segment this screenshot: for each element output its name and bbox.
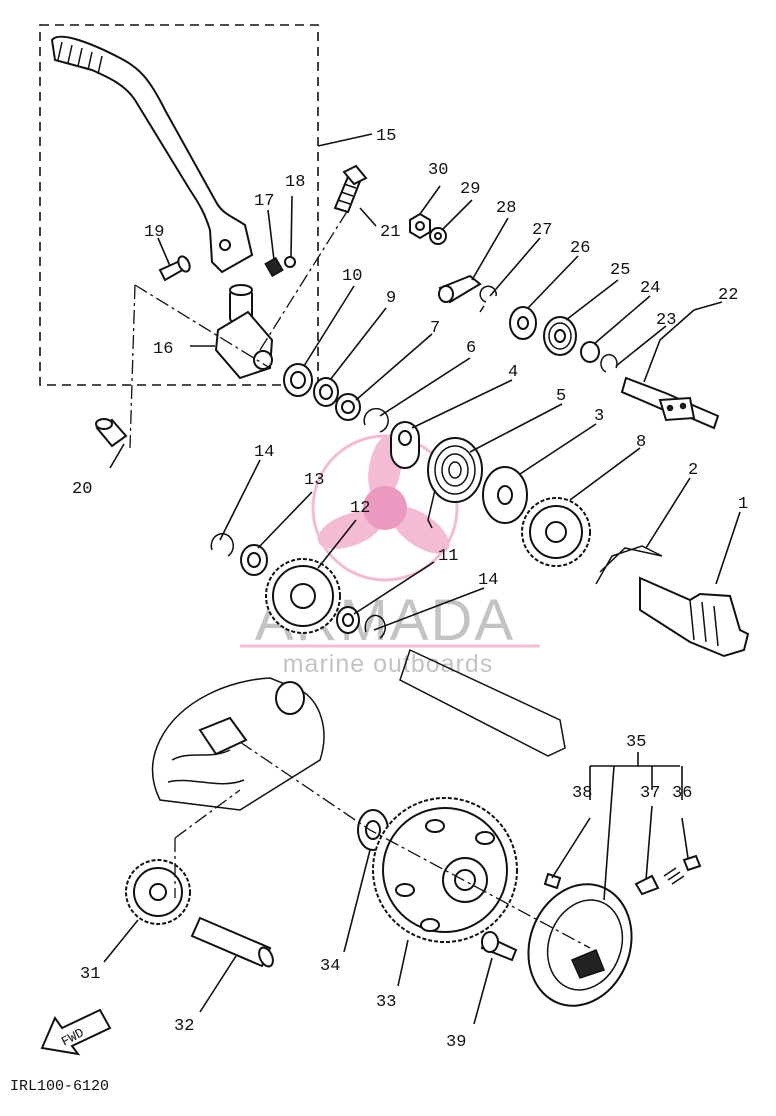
callout-22: 22 [718, 286, 738, 305]
clip-14-bottom [364, 614, 386, 639]
bolt-39 [480, 931, 518, 962]
clip-14-top [210, 533, 235, 557]
callout-32: 32 [174, 1017, 194, 1036]
figure-code: IRL100-6120 [10, 1078, 109, 1095]
shaft-22 [620, 376, 720, 430]
callout-36: 36 [672, 784, 692, 803]
callout-8: 8 [636, 433, 646, 452]
pin-38 [543, 872, 562, 890]
washer-10 [283, 363, 313, 397]
callout-3: 3 [594, 407, 604, 426]
bolt-19 [158, 255, 191, 282]
washer-3 [482, 466, 528, 524]
callout-26: 26 [570, 239, 590, 258]
callout-39: 39 [446, 1033, 466, 1052]
callout-38: 38 [572, 784, 592, 803]
crankcase-section [151, 677, 325, 811]
clip-23 [600, 353, 618, 373]
kick-lever-assembly-box [39, 24, 319, 386]
washer-9 [313, 377, 339, 407]
callout-25: 25 [610, 261, 630, 280]
callout-4: 4 [508, 363, 518, 382]
ball-18 [284, 256, 296, 268]
gear-8 [521, 497, 591, 567]
washer-11 [336, 606, 360, 634]
callout-1: 1 [738, 495, 748, 514]
callout-31: 31 [80, 965, 100, 984]
washer-26 [509, 306, 537, 340]
callout-34: 34 [320, 957, 340, 976]
callout-35: 35 [626, 733, 646, 752]
nut-30 [409, 212, 431, 240]
callout-19: 19 [144, 223, 164, 242]
washer-7 [335, 393, 361, 421]
watermark: ARMADA marine outboards [240, 434, 540, 678]
callout-16: 16 [153, 340, 173, 359]
callout-14a: 14 [254, 443, 274, 462]
callout-29: 29 [460, 180, 480, 199]
callout-24: 24 [640, 279, 660, 298]
callout-11: 11 [438, 547, 458, 566]
callout-14b: 14 [478, 571, 498, 590]
bolt-21 [333, 164, 368, 214]
callout-23: 23 [656, 311, 676, 330]
shaft-32 [190, 916, 274, 968]
gear-33 [372, 797, 518, 943]
callout-12: 12 [350, 499, 370, 518]
forward-direction-icon: FWD [40, 1008, 112, 1056]
cap-20 [95, 418, 128, 448]
kick-shaft-1 [639, 576, 750, 658]
callout-27: 27 [532, 221, 552, 240]
callout-6: 6 [466, 339, 476, 358]
callout-21: 21 [380, 223, 400, 242]
watermark-tagline: marine outboards [283, 650, 494, 678]
centerlines [129, 209, 591, 949]
lever-28 [438, 274, 482, 304]
gear-31 [125, 859, 191, 925]
plunger-37 [634, 874, 660, 896]
callout-28: 28 [496, 199, 516, 218]
collar-4 [390, 421, 420, 469]
washer-29 [429, 227, 447, 245]
idler-shaft [399, 648, 566, 757]
bolt-17 [264, 256, 284, 278]
spring-27 [479, 285, 497, 313]
bearing-25 [543, 316, 577, 356]
gear-12 [265, 558, 341, 634]
callout-13: 13 [304, 471, 324, 490]
callout-7: 7 [430, 319, 440, 338]
spring-5 [427, 437, 483, 529]
spring-clip-2 [595, 545, 663, 585]
callout-10: 10 [342, 267, 362, 286]
spring-36 [663, 854, 702, 885]
callout-17: 17 [254, 192, 274, 211]
clip-6 [363, 407, 389, 433]
callout-15: 15 [376, 127, 396, 146]
starter-clutch-35 [527, 883, 633, 1007]
callout-labels: 1 2 3 4 5 6 7 8 9 10 11 12 13 14 14 15 1… [72, 127, 748, 1052]
kick-lever-arm [50, 35, 254, 274]
callout-2: 2 [688, 461, 698, 480]
callout-30: 30 [428, 161, 448, 180]
callout-5: 5 [556, 387, 566, 406]
callout-9: 9 [386, 289, 396, 308]
callout-37: 37 [640, 784, 660, 803]
leader-lines [103, 133, 741, 1025]
callout-33: 33 [376, 993, 396, 1012]
washer-24 [580, 341, 600, 363]
washer-13 [240, 544, 268, 576]
callout-20: 20 [72, 480, 92, 499]
callout-18: 18 [285, 173, 305, 192]
